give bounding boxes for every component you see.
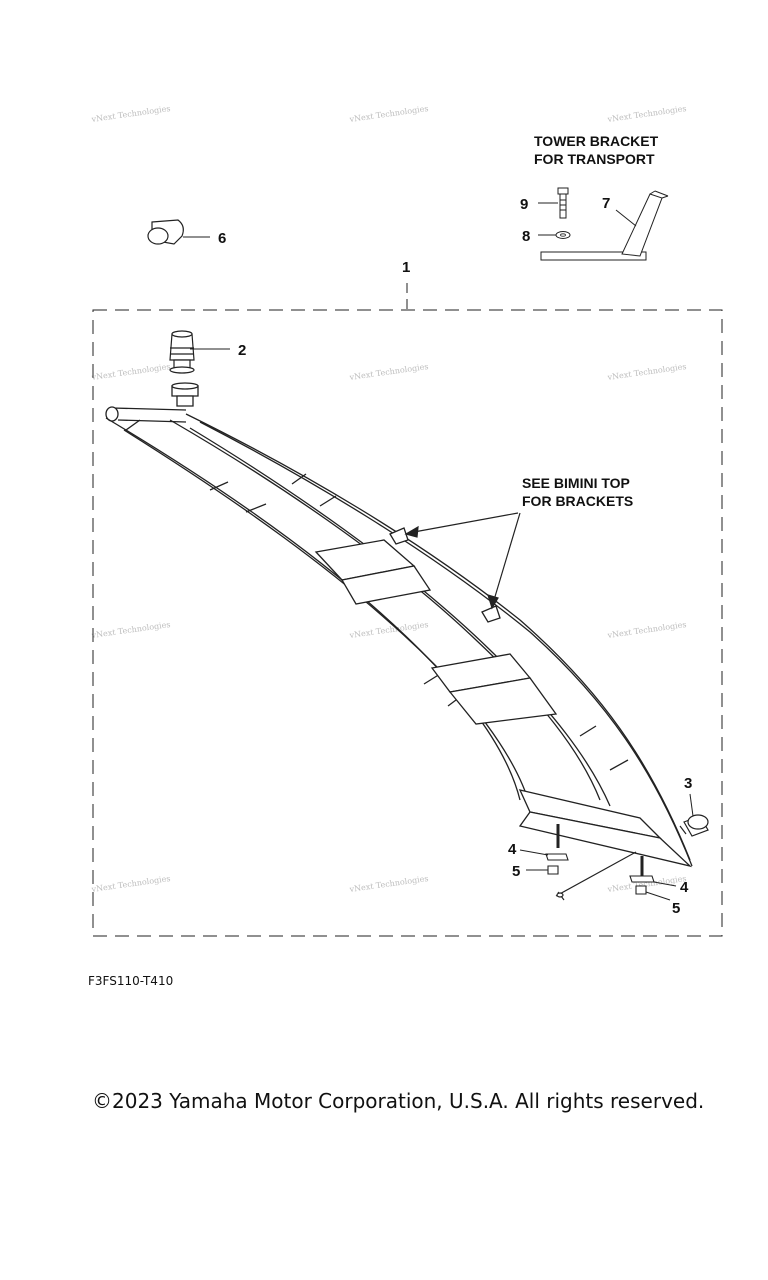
leader-4-right xyxy=(653,881,677,887)
watermark: vNext Technologies xyxy=(606,362,687,382)
leader-3 xyxy=(689,793,694,817)
watermark: vNext Technologies xyxy=(348,104,429,124)
callout-2: 2 xyxy=(238,342,246,359)
callout-4-left: 4 xyxy=(508,841,517,858)
watermark: vNext Technologies xyxy=(90,620,171,640)
watermark: vNext Technologies xyxy=(348,874,429,894)
nut-part-5-left xyxy=(547,865,559,875)
callout-6: 6 xyxy=(218,230,226,247)
knob-part-3 xyxy=(679,814,709,837)
watermark: vNext Technologies xyxy=(348,362,429,382)
transport-note-line1: TOWER BRACKET xyxy=(534,133,659,149)
bimini-note-line1: SEE BIMINI TOP xyxy=(522,475,630,491)
leader-5-right xyxy=(645,891,671,901)
watermark: vNext Technologies xyxy=(348,620,429,640)
washer-part-4-right xyxy=(629,875,655,883)
callout-4-right: 4 xyxy=(680,879,689,896)
washer-part-4-left xyxy=(545,853,569,861)
cap-part-2 xyxy=(169,330,195,374)
plug-part-6 xyxy=(147,219,184,245)
watermark: vNext Technologies xyxy=(90,362,171,382)
bimini-arrows xyxy=(404,512,521,610)
callout-9: 9 xyxy=(520,196,528,213)
diagram-code: F3FS110-T410 xyxy=(88,974,174,988)
bracket-part-7 xyxy=(540,190,669,261)
copyright-notice: ©2023 Yamaha Motor Corporation, U.S.A. A… xyxy=(92,1089,705,1113)
leader-4-left xyxy=(519,849,549,856)
pin-part xyxy=(555,851,637,901)
tower-frame-part-1 xyxy=(105,382,693,878)
callout-5-right: 5 xyxy=(672,900,680,917)
bimini-note-line2: FOR BRACKETS xyxy=(522,493,633,509)
washer-part-8 xyxy=(555,231,571,239)
leader-7 xyxy=(615,209,637,227)
transport-note-line2: FOR TRANSPORT xyxy=(534,151,655,167)
bolt-part-9 xyxy=(557,187,569,219)
assembly-dashed-box xyxy=(92,309,723,937)
callout-7: 7 xyxy=(602,195,610,212)
callout-3: 3 xyxy=(684,775,692,792)
callout-8: 8 xyxy=(522,228,530,245)
transport-bracket-group: TOWER BRACKET FOR TRANSPORT 9 8 7 xyxy=(520,133,669,261)
watermark: vNext Technologies xyxy=(90,874,171,894)
nut-part-5-right xyxy=(635,885,647,895)
callout-1: 1 xyxy=(402,259,410,276)
callout-5-left: 5 xyxy=(512,863,520,880)
watermark: vNext Technologies xyxy=(606,620,687,640)
watermark: vNext Technologies xyxy=(606,104,687,124)
watermark: vNext Technologies xyxy=(90,104,171,124)
